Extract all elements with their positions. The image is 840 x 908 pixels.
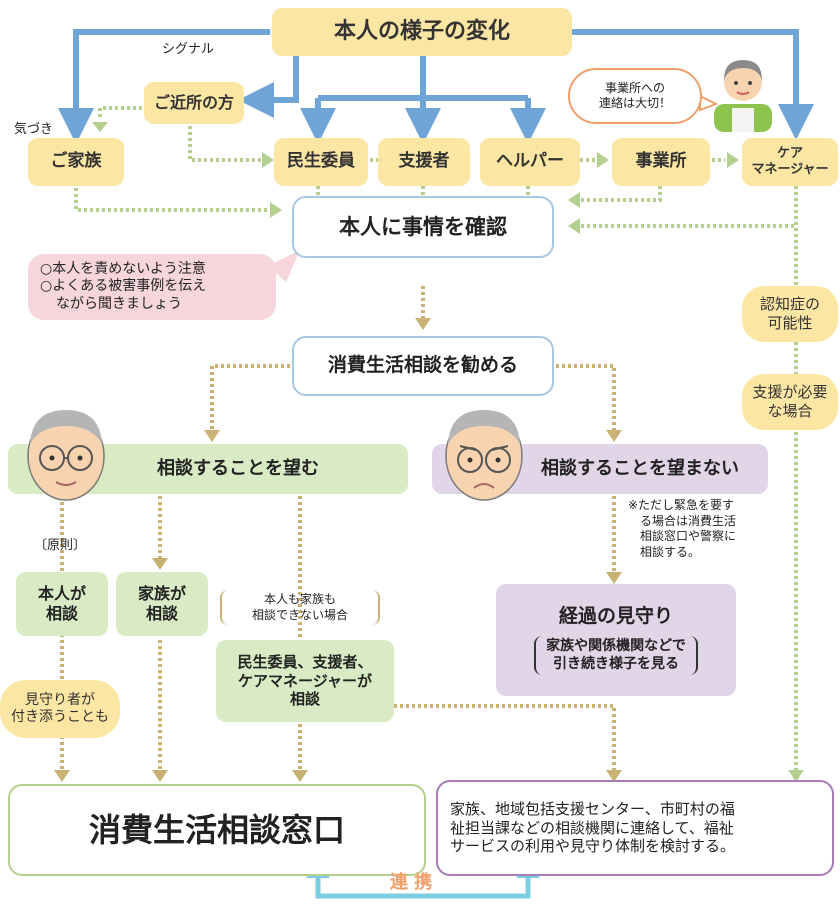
care-manager-box: ケア マネージャー [742,138,838,186]
advice-line-3: ながら聞きましょう [56,295,182,312]
dementia-box: 認知症の 可能性 [742,286,838,342]
emergency-line-4: 相談する。 [640,544,701,559]
neither-line-2: 相談できない場合 [251,607,348,622]
watch-line-2: 引き続き様子を見る [552,655,679,672]
care-manager-line-2: マネージャー [751,162,829,177]
notice-label: 気づき [14,122,54,137]
confirm-box: 本人に事情を確認 [292,196,554,258]
family-consult-line-2: 相談 [145,604,178,623]
staff-consult-line-1: 民生委員、支援者、 [237,652,373,671]
principle-text: 原則 [46,538,73,553]
advice-bubble-tail [268,250,300,282]
watch-title: 経過の見守り [558,604,673,627]
support-need-box: 支援が必要 な場合 [742,374,838,430]
neither-note: 本人も家族も 相談できない場合 [220,590,380,626]
recommend-box: 消費生活相談を勧める [292,336,554,396]
contact-line-3: サービスの利用や見守り体制を検討する。 [450,837,736,856]
self-change-box: 本人の様子の変化 [272,8,572,56]
speech-line-2: 連絡は大切！ [598,96,671,110]
emergency-note: ※ただし緊急を要す る場合は消費生活 相談窓口や警察に 相談する。 [628,498,778,560]
contact-line-1: 家族、地域包括支援センター、市町村の福 [450,799,735,818]
accompany-line-1: 見守り者が [25,691,95,708]
signal-label: シグナル [162,42,215,57]
staff-consult-line-2: ケアマネージャーが [238,671,372,690]
family-consult-box: 家族が 相談 [116,572,208,636]
advice-line-1: ○本人を責めないよう注意 [40,260,206,277]
care-manager-line-1: ケア [776,145,803,161]
contact-line-2: 祉担当課などの相談機関に連絡して、福祉 [450,818,734,837]
link-label: 連 携 [390,872,433,893]
care-staff-illustration [714,60,772,132]
self-consult-line-1: 本人が [37,584,86,603]
emergency-line-2: る場合は消費生活 [640,513,737,528]
contact-box: 家族、地域包括支援センター、市町村の福 祉担当課などの相談機関に連絡して、福祉 … [436,780,834,876]
helper-box: ヘルパー [480,138,580,186]
elder-worried-illustration [445,410,523,501]
self-consult-box: 本人が 相談 [16,572,108,636]
self-consult-line-2: 相談 [45,604,78,623]
advice-box: ○本人を責めないよう注意 ○よくある被害事例を伝え ながら聞きましょう [28,254,276,320]
family-box: ご家族 [28,138,124,186]
dementia-line-2: 可能性 [767,314,813,332]
watch-line-1: 家族や関係機関などで [546,638,686,655]
elder-calm-illustration [27,410,105,501]
emergency-line-3: 相談窓口や警察に [640,529,737,544]
speech-line-1: 事業所への [604,81,665,95]
support-need-line-1: 支援が必要 [752,383,828,402]
office-box: 事業所 [612,138,710,186]
speech-bubble: 事業所への 連絡は大切！ [568,68,702,124]
link-arrow [315,874,531,899]
advice-line-2: ○よくある被害事例を伝え [40,278,207,295]
principle-label: 〔原則〕 [33,538,87,553]
emergency-line-1: ※ただし緊急を要す [628,498,735,512]
staff-consult-line-3: 相談 [289,690,320,709]
minsei-box: 民生委員 [274,138,368,186]
neighbor-box: ご近所の方 [144,82,244,124]
watch-detail: 家族や関係機関などで 引き続き様子を見る [534,636,698,676]
blue-signal-arrows [58,29,814,144]
dementia-line-1: 認知症の [759,295,820,314]
accompany-line-2: 付き添うことも [11,709,109,725]
watch-box: 経過の見守り 家族や関係機関などで 引き続き様子を見る [496,584,736,696]
support-need-line-2: な場合 [767,402,813,420]
consumer-window-box: 消費生活相談窓口 [8,784,426,876]
neither-line-1: 本人も家族も [263,592,336,606]
accompany-box: 見守り者が 付き添うことも [0,680,120,738]
olive-arrowheads [54,318,622,782]
staff-consult-box: 民生委員、支援者、 ケアマネージャーが 相談 [216,640,394,722]
shien-box: 支援者 [378,138,470,186]
family-consult-line-1: 家族が [137,584,186,603]
